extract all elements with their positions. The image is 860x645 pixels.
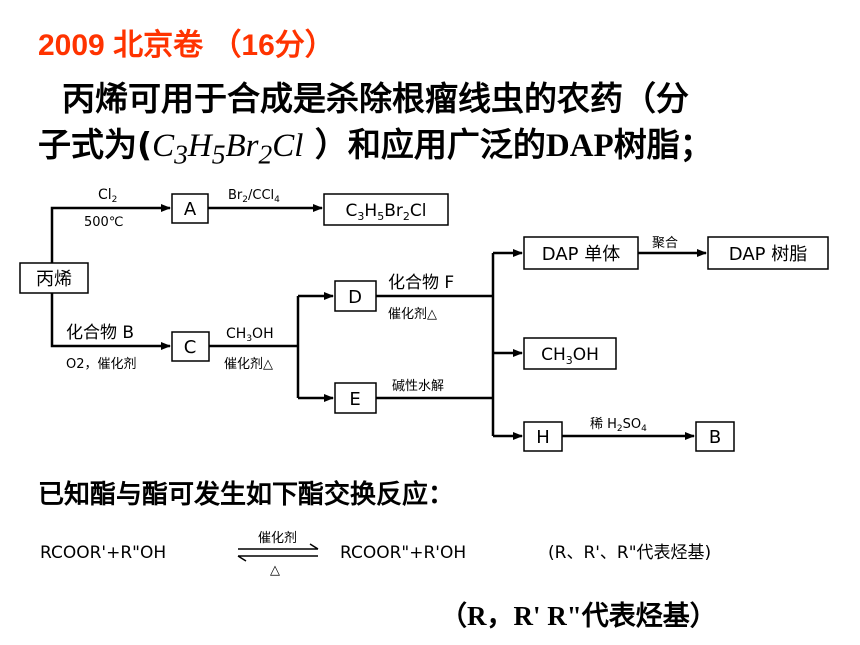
node-E-box — [334, 382, 377, 414]
problem-title: 2009 北京卷 （16分） — [38, 29, 335, 62]
equation-reactants: RCOOR'+R"OH — [40, 543, 166, 563]
footnote-prefix: （ — [440, 601, 467, 632]
edge-propene-to-C — [50, 293, 171, 350]
intro-line-2: 子式为(C3H5Br2Cl ）和应用广泛的DAP树脂； — [38, 118, 713, 171]
equation-catalyst: 催化剂 — [258, 531, 297, 546]
label-dilute-h2so4: 稀 H2SO4 — [590, 417, 647, 434]
node-propene-box — [19, 262, 89, 294]
label-compound-b: 化合物 B — [66, 323, 134, 343]
node-D-box — [334, 280, 377, 312]
label-br2-ccl4: Br2/CCl4 — [228, 188, 280, 205]
intro-line-2-suffix: ）和应用广泛的 — [303, 125, 546, 164]
label-compound-f: 化合物 F — [388, 273, 454, 293]
node-dap-monomer-box — [523, 236, 639, 270]
node-B: B — [709, 427, 721, 448]
node-H: H — [536, 427, 550, 448]
label-cl2: Cl2 — [98, 187, 117, 205]
label-o2-cat: O2，催化剂 — [66, 357, 137, 372]
label-ch3oh: CH3OH — [226, 326, 274, 344]
known-statement: 已知酯与酯可发生如下酯交换反应： — [38, 480, 455, 510]
label-cat-heat-1: 催化剂△ — [224, 357, 273, 372]
equation-heat: △ — [270, 563, 280, 578]
node-D: D — [348, 287, 362, 308]
node-product-box — [323, 193, 449, 226]
node-B-box — [695, 421, 735, 452]
intro-line-1: 丙烯可用于合成是杀除根瘤线虫的农药（分 — [62, 79, 689, 118]
transesterification-equation: RCOOR'+R"OH 催化剂 △ RCOOR"+R'OH (R、R'、R"代表… — [40, 531, 711, 578]
label-cat-heat-2: 催化剂△ — [388, 307, 437, 322]
node-propene: 丙烯 — [36, 269, 72, 290]
intro-line-2-prefix: 子式为( — [38, 125, 153, 164]
node-E: E — [349, 389, 360, 410]
equation-products: RCOOR"+R'OH — [340, 543, 466, 563]
node-dap-resin-box — [707, 236, 829, 270]
node-H-box — [523, 421, 563, 452]
edge-propene-to-A — [50, 204, 171, 263]
node-dap-monomer: DAP 单体 — [542, 244, 620, 265]
node-methanol-box — [523, 337, 617, 370]
molecular-formula: C3H5Br2Cl — [152, 128, 304, 170]
node-methanol: CH3OH — [541, 345, 599, 367]
node-A-box — [171, 193, 209, 224]
node-C-box — [171, 331, 210, 362]
footnote-suffix: 代表烃基） — [581, 601, 717, 632]
footnote: （R，R' R"代表烃基） — [440, 594, 717, 633]
label-polymerize: 聚合 — [652, 236, 678, 251]
equation-note: (R、R'、R"代表烃基) — [548, 543, 711, 563]
dap-label: DAP — [545, 128, 614, 164]
label-alkaline-hydrolysis: 碱性水解 — [392, 379, 444, 394]
label-500c: 500℃ — [84, 215, 123, 230]
equilibrium-arrows — [237, 543, 319, 562]
intro-line-2-end: 树脂； — [613, 125, 713, 164]
node-dap-resin: DAP 树脂 — [729, 244, 807, 265]
node-C: C — [184, 337, 197, 358]
node-A: A — [184, 199, 197, 220]
footnote-groups: R，R' R" — [467, 601, 582, 631]
